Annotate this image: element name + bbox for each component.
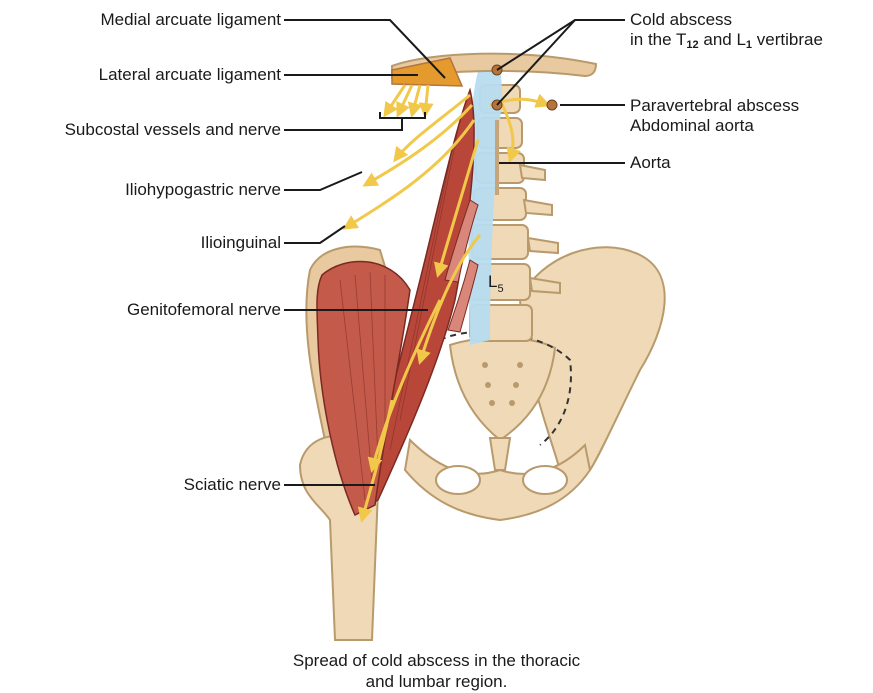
label-aorta: Aorta <box>630 153 671 173</box>
label-subcostal: Subcostal vessels and nerve <box>65 120 281 140</box>
left-obturator <box>436 466 480 494</box>
label-genitofemoral: Genitofemoral nerve <box>127 300 281 320</box>
paravertebral-line: Paravertebral abscess <box>630 96 799 116</box>
label-medial-arcuate: Medial arcuate ligament <box>101 10 281 30</box>
l5-subscript: 5 <box>497 283 503 295</box>
label-lateral-arcuate: Lateral arcuate ligament <box>99 65 281 85</box>
label-cold-abscess: Cold abscess in the T12 and L1 vertibrae <box>630 10 823 55</box>
label-paravertebral: Paravertebral abscess Abdominal aorta <box>630 96 799 136</box>
sacrum <box>450 338 555 440</box>
label-iliohypogastric: Iliohypogastric nerve <box>125 180 281 200</box>
caption-line2: and lumbar region. <box>0 671 873 692</box>
aorta <box>495 120 499 195</box>
abdominal-aorta-line: Abdominal aorta <box>630 116 799 136</box>
figure-caption: Spread of cold abscess in the thoracic a… <box>0 650 873 692</box>
l5-letter: L <box>488 272 497 291</box>
label-sciatic: Sciatic nerve <box>184 475 281 495</box>
cold-abscess-line1: Cold abscess <box>630 10 823 30</box>
cold-abscess-line2: in the T12 and L1 vertibrae <box>630 30 823 55</box>
caption-line1: Spread of cold abscess in the thoracic <box>0 650 873 671</box>
right-obturator <box>523 466 567 494</box>
label-ilioinguinal: Ilioinguinal <box>201 233 281 253</box>
coccyx <box>490 438 510 470</box>
